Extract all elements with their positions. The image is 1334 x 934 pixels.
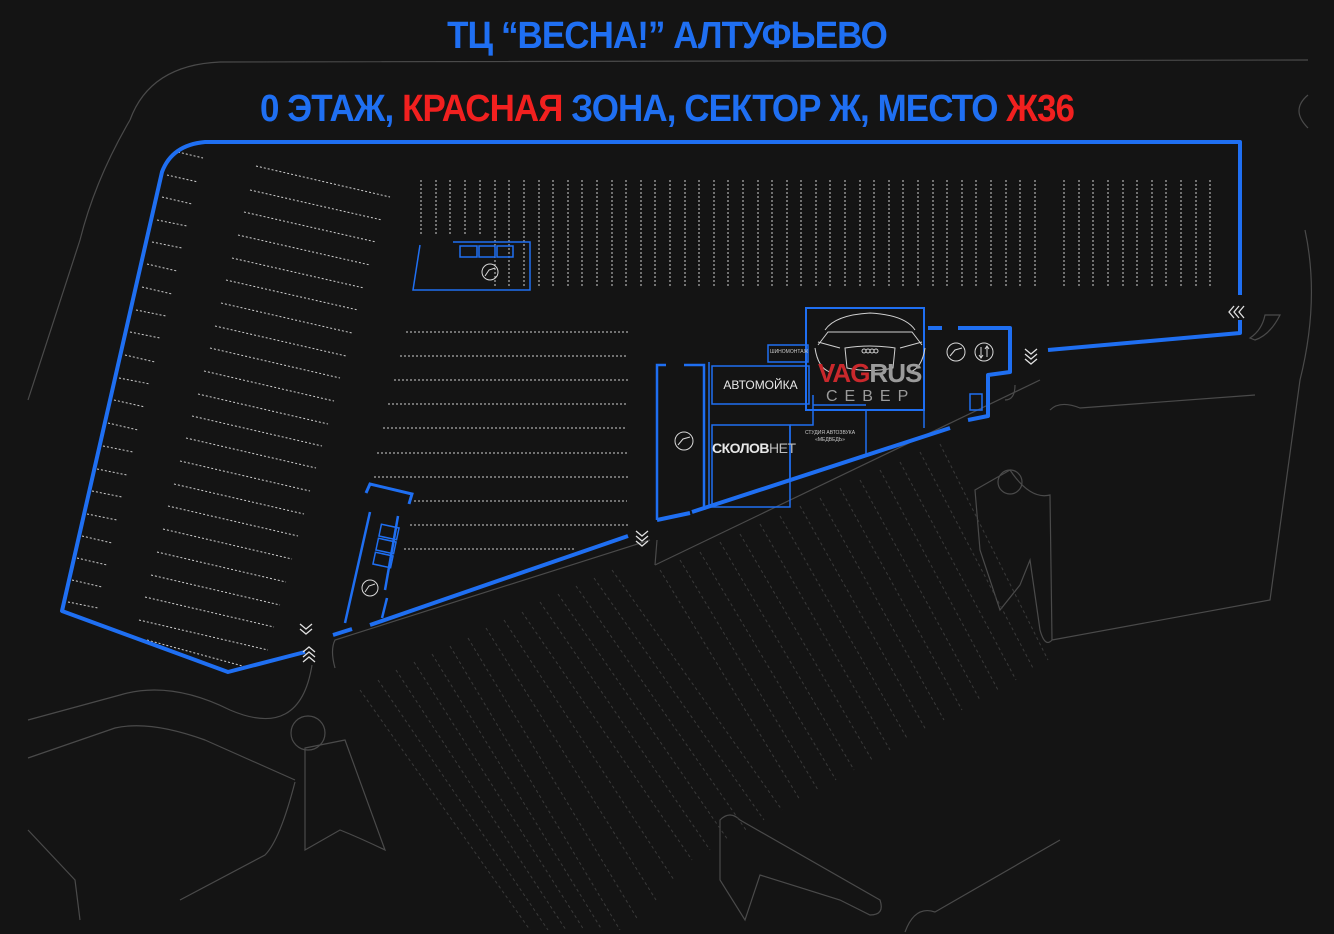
- sector-label: ЗОНА, СЕКТОР Ж, МЕСТО: [562, 88, 1007, 130]
- central-parking-rows: [374, 331, 628, 550]
- exit-chevron-icon: [302, 305, 1245, 663]
- vagrus-car-outline: [814, 312, 926, 373]
- middle-parking-rows: [138, 165, 391, 669]
- spot-label: Ж36: [1006, 88, 1075, 130]
- buildings: [343, 241, 983, 624]
- studio-line2: «МЕДВЕДЬ»: [815, 437, 845, 443]
- vagrus-subtitle: СЕВЕР: [826, 388, 916, 405]
- sklovnet-light: НЕТ: [769, 440, 796, 456]
- zone-label: КРАСНАЯ: [402, 88, 563, 130]
- sklovnet-bold: СКОЛОВ: [712, 440, 770, 456]
- mall-title: ТЦ “ВЕСНА!” АЛТУФЬЕВО: [447, 15, 888, 57]
- floor-label: 0 ЭТАЖ,: [259, 88, 403, 130]
- carwash-label: АВТОМОЙКА: [723, 378, 798, 392]
- lower-parking-rows: [359, 443, 1049, 931]
- entrance-chevron-icon: [299, 348, 1038, 635]
- studio-line1: СТУДИЯ АВТОЗВУКА: [804, 430, 856, 436]
- studio-label: СТУДИЯ АВТОЗВУКА«МЕДВЕДЬ»: [795, 430, 865, 444]
- tire-service-label: ШИНОМОНТАЖ: [770, 349, 809, 355]
- road-outlines: [27, 59, 1312, 933]
- left-parking-rows: [67, 151, 204, 609]
- vagrus-red: VAG: [818, 358, 870, 388]
- vagrus-grey: RUS: [869, 358, 922, 388]
- zone-outline: [60, 140, 1242, 674]
- elevator-icon: [974, 342, 994, 362]
- vagrus-logo: VAGRUS: [818, 358, 922, 389]
- sklovnet-label: СКОЛОВНЕТ: [712, 440, 796, 456]
- parking-location: 0 ЭТАЖ, КРАСНАЯ ЗОНА, СЕКТОР Ж, МЕСТО Ж3…: [53, 88, 1280, 131]
- escalator-icon: [361, 263, 966, 597]
- top-parking-rows: [420, 180, 1211, 288]
